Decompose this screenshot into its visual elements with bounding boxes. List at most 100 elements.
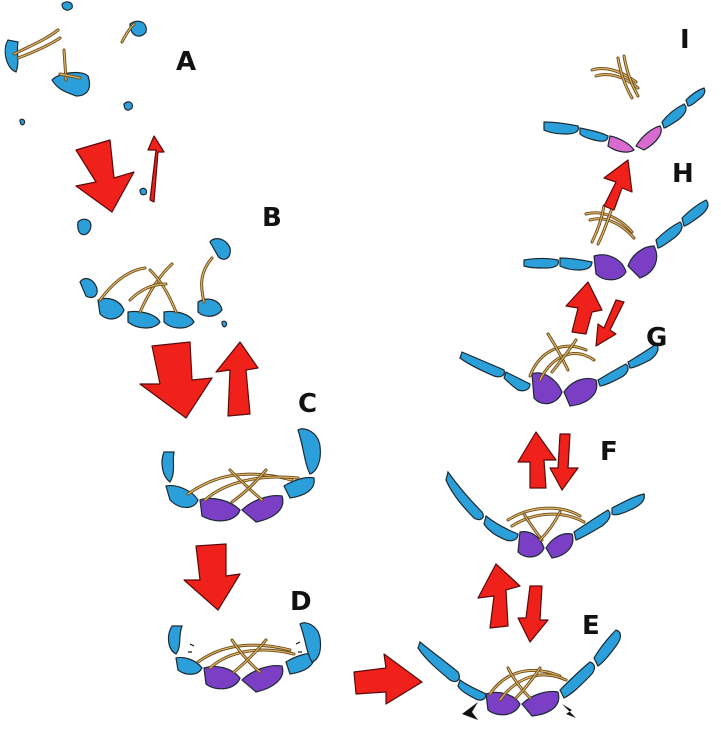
panel-label-e: E <box>582 611 600 641</box>
segment <box>197 298 223 317</box>
segment <box>635 125 662 151</box>
panel-d: D <box>167 587 322 693</box>
segment <box>593 629 622 667</box>
segment <box>573 509 611 541</box>
segment <box>607 135 635 153</box>
segment <box>445 470 484 521</box>
segment <box>457 679 487 701</box>
panel-b-segments <box>79 238 231 329</box>
panel-f-filaments <box>506 506 586 542</box>
panel-label-h: H <box>672 159 694 189</box>
segment <box>77 218 92 236</box>
segment <box>483 514 519 542</box>
segment <box>523 257 559 269</box>
segment <box>681 199 709 227</box>
segment <box>517 531 545 558</box>
panel-f: F <box>445 437 645 559</box>
panel-a-filaments <box>12 22 136 82</box>
panel-label-a: A <box>176 47 196 77</box>
panel-f-segments <box>445 470 645 559</box>
panel-d-segments <box>167 622 322 693</box>
panel-label-i: I <box>680 25 690 55</box>
segment <box>661 103 687 129</box>
segment <box>203 665 241 690</box>
panel-g: G <box>459 323 667 407</box>
transition-arrows <box>75 135 633 705</box>
segment <box>175 656 203 675</box>
arrow-f-to-g-forward <box>517 431 557 489</box>
panel-g-filaments <box>528 332 596 382</box>
segment <box>241 665 284 693</box>
segment <box>597 363 629 387</box>
segment <box>593 254 627 281</box>
segment <box>563 377 598 407</box>
segment <box>221 320 228 328</box>
segment <box>503 371 531 392</box>
panel-b: B <box>79 203 282 329</box>
arrow-g-to-f-reverse <box>549 433 579 491</box>
arrowhead-marker-left <box>462 702 478 720</box>
panel-h-detached-filaments <box>584 204 636 246</box>
segment <box>165 485 199 509</box>
panel-d-filaments <box>196 638 296 674</box>
segment <box>545 533 574 559</box>
arrowhead-marker-right <box>562 704 576 718</box>
panel-h-segments <box>523 199 709 281</box>
panel-c-filaments <box>186 468 300 504</box>
segment <box>611 493 645 516</box>
segment <box>19 118 26 126</box>
segment <box>531 372 563 405</box>
segment <box>559 661 596 699</box>
segment <box>283 476 315 499</box>
panel-i-segments <box>543 87 706 153</box>
arrow-d-to-e <box>353 653 423 705</box>
panel-g-segments <box>459 343 659 407</box>
segment <box>627 245 658 279</box>
segment <box>485 691 521 716</box>
panel-label-b: B <box>262 203 282 233</box>
segment <box>417 640 460 683</box>
panel-a: A <box>4 1 196 236</box>
panel-i: I <box>543 25 706 153</box>
panel-label-g: G <box>646 323 667 353</box>
segment <box>627 343 659 369</box>
arrow-c-to-d-forward <box>183 543 241 611</box>
panel-h: H <box>523 159 709 281</box>
arrow-g-to-h-forward <box>565 281 603 335</box>
segment <box>199 497 241 522</box>
panel-e-segments <box>417 629 622 717</box>
arrow-f-to-e-reverse <box>517 585 549 643</box>
segment <box>685 87 706 107</box>
segment <box>123 101 133 111</box>
segment <box>579 127 609 142</box>
arrow-b-to-a-reverse <box>147 135 165 203</box>
panel-i-detached-filaments <box>590 54 640 100</box>
panel-b-filaments <box>98 256 214 314</box>
segment <box>459 351 505 378</box>
segment <box>4 39 19 73</box>
panel-label-c: C <box>298 389 317 419</box>
segment <box>299 622 322 663</box>
panel-e: E <box>417 611 622 720</box>
segment <box>97 297 125 320</box>
panel-label-f: F <box>600 437 618 467</box>
segment <box>129 20 147 37</box>
panel-e-filaments <box>488 666 568 702</box>
panel-c-segments <box>161 428 321 523</box>
segment <box>161 451 175 483</box>
segment <box>543 121 579 135</box>
segment <box>139 187 148 196</box>
segment <box>559 257 593 271</box>
segment <box>127 310 161 329</box>
segment <box>655 221 683 249</box>
arrow-a-to-b-forward <box>75 139 135 213</box>
segment <box>163 310 195 329</box>
panel-d-dashes <box>188 641 302 653</box>
segment <box>209 238 231 260</box>
arrow-e-to-f-forward <box>477 563 521 629</box>
arrow-b-to-c-forward <box>139 341 213 419</box>
segment <box>297 428 321 475</box>
segment <box>241 495 284 523</box>
segment <box>79 277 98 299</box>
